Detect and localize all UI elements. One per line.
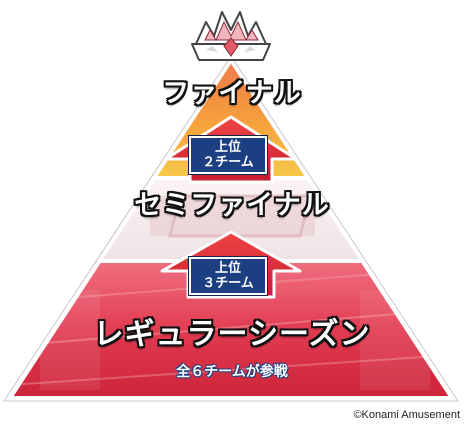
pyramid [3,55,459,402]
badge-line1: 上位 [214,140,241,155]
tier-final-label: ファイナル [162,78,302,109]
badge-line2: ３チーム [202,276,254,291]
tier-semifinal-label: セミファイナル [134,190,330,221]
regular-season-subtitle: 全６チームが参戦 [176,364,288,380]
copyright-notice: ©Konami Amusement [353,409,460,421]
tier-regular-band [10,261,452,398]
promotion-badge-final: 上位 ２チーム [189,136,267,174]
crown-icon [191,11,271,61]
tier-regular-label: レギュラーシーズン [93,317,371,352]
badge-line2: ２チーム [202,155,254,170]
badge-line1: 上位 [214,261,241,276]
promotion-badge-semifinal: 上位 ３チーム [189,257,267,295]
